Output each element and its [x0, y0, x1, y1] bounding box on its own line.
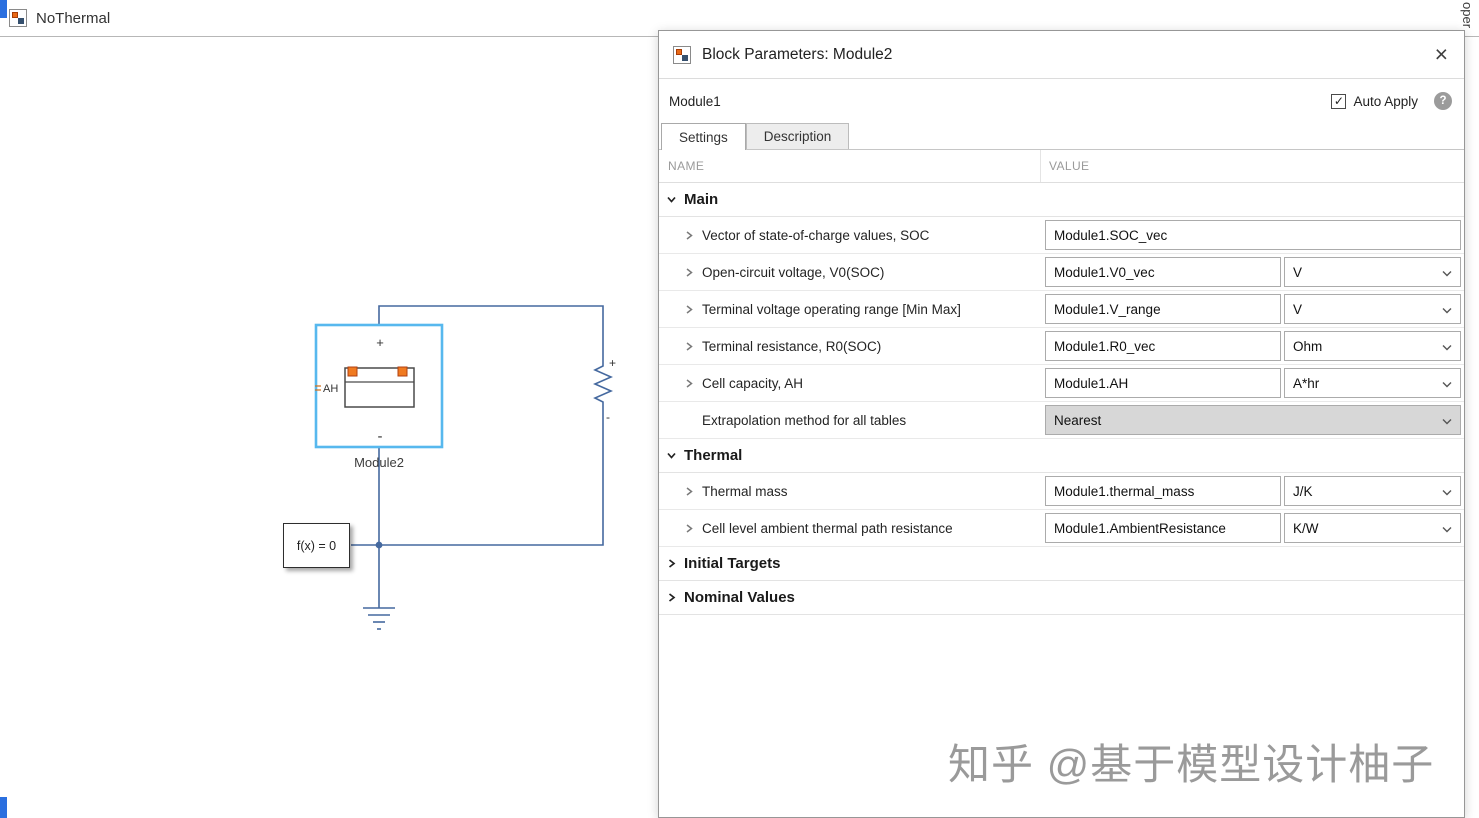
- block-icon: [673, 45, 691, 64]
- chevron-right-icon[interactable]: [683, 378, 695, 389]
- section-label: Initial Targets: [684, 555, 781, 572]
- param-row-v0: Open-circuit voltage, V0(SOC) Module1.V0…: [659, 254, 1464, 291]
- chevron-down-icon: [1442, 484, 1452, 499]
- checkbox-check-icon[interactable]: ✓: [1331, 93, 1347, 109]
- property-inspector-tab[interactable]: oper: [1460, 2, 1475, 29]
- unit-select[interactable]: J/K: [1284, 476, 1461, 506]
- dialog-tabs: Settings Description: [659, 123, 1464, 150]
- chevron-down-icon: [1442, 265, 1452, 280]
- breadcrumb[interactable]: NoThermal: [36, 9, 111, 27]
- column-name: NAME: [659, 150, 1041, 182]
- battery-terminal-icon: [347, 366, 358, 377]
- section-thermal[interactable]: Thermal: [659, 439, 1464, 473]
- unit-select[interactable]: V: [1284, 257, 1461, 287]
- auto-apply-checkbox[interactable]: ✓ Auto Apply: [1331, 93, 1418, 109]
- extrapolation-dropdown[interactable]: Nearest: [1045, 405, 1461, 435]
- window-edge-accent: [0, 797, 7, 818]
- param-table-header: NAME VALUE: [659, 150, 1464, 183]
- solver-config-block[interactable]: f(x) = 0: [283, 523, 350, 568]
- value-input[interactable]: Module1.V_range: [1045, 294, 1281, 324]
- param-row-ambient-resistance: Cell level ambient thermal path resistan…: [659, 510, 1464, 547]
- wire-junction: [375, 541, 383, 549]
- chevron-right-icon[interactable]: [683, 341, 695, 352]
- chevron-right-icon[interactable]: [683, 230, 695, 241]
- chevron-right-icon[interactable]: [683, 304, 695, 315]
- param-row-capacity: Cell capacity, AH Module1.AH A*hr: [659, 365, 1464, 402]
- section-initial-targets[interactable]: Initial Targets: [659, 547, 1464, 581]
- param-name: Vector of state-of-charge values, SOC: [702, 227, 930, 243]
- solver-block-label: f(x) = 0: [296, 538, 337, 553]
- chevron-down-icon: [665, 194, 677, 205]
- param-name: Extrapolation method for all tables: [702, 412, 907, 428]
- battery-left-port: [315, 385, 321, 391]
- param-name: Open-circuit voltage, V0(SOC): [702, 264, 885, 280]
- value-input[interactable]: Module1.SOC_vec: [1045, 220, 1461, 250]
- window-edge-accent: [0, 0, 7, 18]
- simulink-model-icon: [9, 9, 27, 27]
- watermark: 知乎 @基于模型设计柚子: [948, 741, 1435, 788]
- auto-apply-label: Auto Apply: [1353, 93, 1418, 109]
- wire-top[interactable]: [378, 305, 604, 362]
- chevron-right-icon[interactable]: [683, 267, 695, 278]
- tab-settings[interactable]: Settings: [661, 123, 746, 150]
- param-name: Terminal resistance, R0(SOC): [702, 338, 882, 354]
- param-row-r0: Terminal resistance, R0(SOC) Module1.R0_…: [659, 328, 1464, 365]
- close-icon[interactable]: ×: [1434, 41, 1448, 67]
- chevron-right-icon: [665, 558, 677, 569]
- wire-right[interactable]: [379, 411, 604, 546]
- battery-plus-label: +: [376, 335, 384, 350]
- chevron-down-icon: [665, 450, 677, 461]
- ground-symbol[interactable]: [363, 607, 395, 630]
- chevron-right-icon[interactable]: [683, 486, 695, 497]
- chevron-down-icon: [1442, 376, 1452, 391]
- block-parameters-dialog: Block Parameters: Module2 × Module1 ✓ Au…: [658, 30, 1465, 818]
- resistor-minus-label: -: [606, 410, 610, 424]
- battery-port-label: AH: [323, 383, 338, 395]
- value-input[interactable]: Module1.AmbientResistance: [1045, 513, 1281, 543]
- value-input[interactable]: Module1.AH: [1045, 368, 1281, 398]
- chevron-right-icon: [665, 592, 677, 603]
- model-canvas[interactable]: + - AH Module2 + -: [0, 0, 658, 818]
- param-row-extrapolation: Extrapolation method for all tables Near…: [659, 402, 1464, 439]
- value-input[interactable]: Module1.R0_vec: [1045, 331, 1281, 361]
- param-row-thermal-mass: Thermal mass Module1.thermal_mass J/K: [659, 473, 1464, 510]
- tab-description[interactable]: Description: [745, 123, 850, 149]
- param-name: Cell capacity, AH: [702, 375, 804, 391]
- value-input[interactable]: Module1.thermal_mass: [1045, 476, 1281, 506]
- chevron-down-icon: [1442, 413, 1452, 428]
- block-source-label: Module1: [669, 93, 721, 109]
- param-name: Cell level ambient thermal path resistan…: [702, 520, 953, 536]
- battery-block-name[interactable]: Module2: [354, 455, 404, 470]
- dialog-title-bar: Block Parameters: Module2 ×: [659, 31, 1464, 79]
- value-input[interactable]: Module1.V0_vec: [1045, 257, 1281, 287]
- param-row-vrange: Terminal voltage operating range [Min Ma…: [659, 291, 1464, 328]
- dialog-title: Block Parameters: Module2: [702, 45, 893, 63]
- unit-select[interactable]: Ohm: [1284, 331, 1461, 361]
- resistor-plus-label: +: [609, 356, 616, 370]
- unit-select[interactable]: K/W: [1284, 513, 1461, 543]
- unit-select[interactable]: A*hr: [1284, 368, 1461, 398]
- param-row-soc-vector: Vector of state-of-charge values, SOC Mo…: [659, 217, 1464, 254]
- column-value: VALUE: [1049, 159, 1090, 173]
- section-main[interactable]: Main: [659, 183, 1464, 217]
- section-label: Nominal Values: [684, 589, 795, 606]
- section-label: Main: [684, 191, 719, 208]
- chevron-right-icon[interactable]: [683, 523, 695, 534]
- unit-select[interactable]: V: [1284, 294, 1461, 324]
- battery-minus-label: -: [378, 428, 383, 445]
- dialog-subtitle-row: Module1 ✓ Auto Apply ?: [659, 79, 1464, 123]
- chevron-down-icon: [1442, 521, 1452, 536]
- chevron-down-icon: [1442, 339, 1452, 354]
- param-name: Terminal voltage operating range [Min Ma…: [702, 301, 961, 317]
- battery-terminal-icon: [397, 366, 408, 377]
- help-icon[interactable]: ?: [1434, 92, 1452, 110]
- section-label: Thermal: [684, 447, 743, 464]
- chevron-down-icon: [1442, 302, 1452, 317]
- section-nominal-values[interactable]: Nominal Values: [659, 581, 1464, 615]
- resistor[interactable]: [593, 362, 613, 411]
- param-name: Thermal mass: [702, 483, 788, 499]
